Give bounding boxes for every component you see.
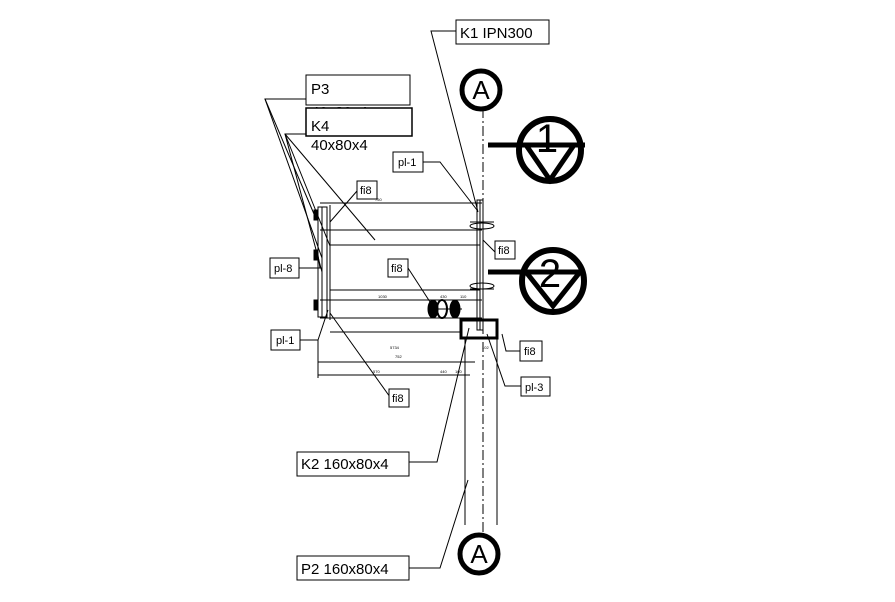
callout-k4: K4 40x80x4 (305, 107, 413, 154)
dim-mid-right: 430 (440, 294, 447, 299)
callout-p2: P2 160x80x4 (296, 555, 410, 581)
callout-pl1-top: pl-1 (392, 151, 424, 173)
dim-top: 750 (375, 197, 382, 202)
plate-pl-3 (459, 318, 499, 525)
callout-pl1-left-text: pl-1 (276, 335, 294, 347)
callout-pl8-text: pl-8 (274, 263, 292, 275)
dim-bottom-c: 570 (373, 369, 380, 374)
callout-p2-text: P2 160x80x4 (301, 561, 389, 578)
callout-fi8-a: fi8 (356, 180, 378, 200)
dim-bottom-a: 5734 (390, 345, 400, 350)
callout-p3-name: P3 (311, 81, 329, 98)
dim-bottom-b: 752 (395, 354, 402, 359)
callout-pl1-left: pl-1 (270, 329, 301, 351)
callout-k1-text: K1 IPN300 (460, 25, 533, 42)
right-column-k1 (469, 199, 495, 331)
callout-pl3-text: pl-3 (525, 382, 543, 394)
level-marker-1: 1 (488, 116, 585, 185)
section-marker-bottom-label: A (470, 539, 488, 569)
callout-pl3: pl-3 (520, 376, 551, 397)
callout-fi8-a-text: fi8 (360, 185, 372, 197)
callout-k1: K1 IPN300 (455, 19, 550, 45)
section-marker-top-label: A (472, 75, 490, 105)
dim-mid-far: 110 (460, 294, 467, 299)
callout-fi8-d: fi8 (519, 340, 543, 362)
callout-pl8: pl-8 (269, 257, 300, 279)
callout-k2-text: K2 160x80x4 (301, 456, 389, 473)
left-column (313, 205, 331, 320)
section-marker-top: A (459, 68, 503, 112)
callout-fi8-b-text: fi8 (498, 245, 510, 257)
callout-fi8-c-text: fi8 (391, 263, 403, 275)
dim-bottom-d: 440 (440, 369, 447, 374)
callout-fi8-b: fi8 (494, 240, 516, 260)
callout-k4-name: K4 (311, 118, 329, 135)
callout-k2: K2 160x80x4 (296, 451, 410, 477)
lower-beam (317, 299, 482, 378)
bolt-group (427, 299, 462, 319)
dimension-labels: 750 1030 430 110 5734 752 570 440 102 16… (373, 197, 489, 374)
leader-lines (264, 30, 521, 569)
callout-pl1-top-text: pl-1 (398, 157, 416, 169)
callout-fi8-c: fi8 (387, 258, 409, 278)
dim-mid-left: 1030 (378, 294, 388, 299)
callout-k4-size: 40x80x4 (311, 137, 368, 154)
section-marker-bottom: A (457, 532, 501, 576)
dim-bottom-e: 102 (482, 345, 489, 350)
callout-fi8-e-text: fi8 (392, 393, 404, 405)
callout-fi8-d-text: fi8 (524, 346, 536, 358)
level-marker-2: 2 (488, 247, 587, 315)
level-marker-1-label: 1 (536, 117, 558, 161)
level-marker-2-label: 2 (539, 252, 561, 296)
callout-fi8-e: fi8 (388, 388, 410, 408)
